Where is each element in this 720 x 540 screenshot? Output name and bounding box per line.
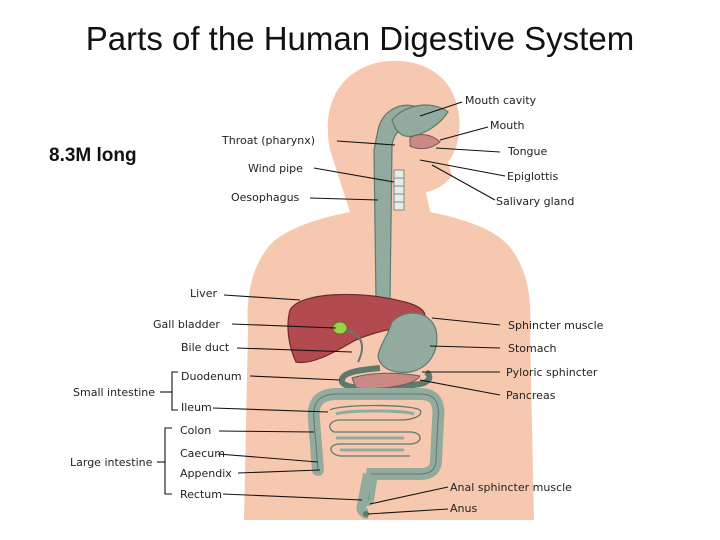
label-throat: Throat (pharynx) [221,134,315,147]
label-salivary-gland: Salivary gland [496,195,574,208]
label-tongue: Tongue [507,145,548,158]
label-bile-duct: Bile duct [181,341,230,354]
label-oesophagus: Oesophagus [231,191,300,204]
small-intestine-coils [329,404,422,457]
windpipe-shape [393,169,405,211]
label-pancreas: Pancreas [506,389,556,402]
label-appendix: Appendix [180,467,232,480]
label-mouth: Mouth [490,119,525,132]
small-intestine-bracket [171,371,178,411]
anus-shape [363,511,369,517]
mouth-cavity-shape [391,104,449,138]
label-sphincter-muscle: Sphincter muscle [508,319,604,332]
large-intestine-bracket [164,427,172,495]
tongue-shape [409,134,441,150]
length-note: 8.3M long [49,145,137,166]
bile-duct-shape [345,329,363,363]
label-stomach: Stomach [508,342,557,355]
label-anal-sphincter: Anal sphincter muscle [450,481,572,494]
page-title: Parts of the Human Digestive System [85,20,635,57]
label-large-intestine: Large intestine [70,456,153,469]
label-gall-bladder: Gall bladder [153,318,220,331]
label-small-intestine: Small intestine [73,386,155,399]
label-rectum: Rectum [180,488,222,501]
stomach-shape [377,312,438,373]
label-anus: Anus [450,502,477,515]
label-liver: Liver [190,287,217,300]
label-wind-pipe: Wind pipe [248,162,303,175]
label-duodenum: Duodenum [181,370,242,383]
label-ileum: Ileum [181,401,212,414]
label-epiglottis: Epiglottis [507,170,558,183]
label-mouth-cavity: Mouth cavity [465,94,537,107]
label-colon: Colon [180,424,211,437]
label-caecum: Caecum [180,447,225,460]
label-pyloric-sphincter: Pyloric sphincter [506,366,598,379]
